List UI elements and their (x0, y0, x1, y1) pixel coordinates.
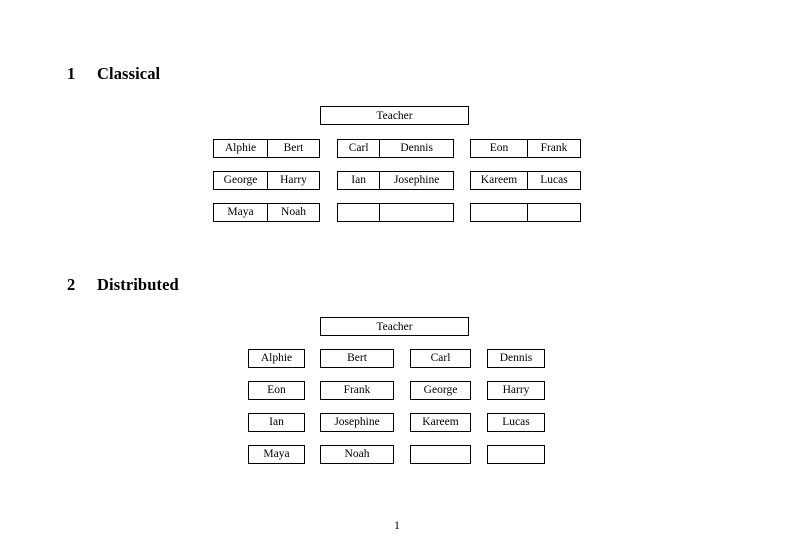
teacher-label: Teacher (376, 320, 413, 333)
distributed-box-r4c1: Maya (248, 445, 305, 464)
student-cell: Ian (351, 173, 366, 186)
teacher-box-distributed: Teacher (320, 317, 469, 336)
section-title: Distributed (97, 275, 179, 294)
section-number: 1 (67, 64, 76, 83)
student-cell: George (223, 173, 258, 186)
section-heading-classical: 1 Classical (67, 64, 161, 83)
classical-group-middle-row-1: Carl Dennis (337, 139, 454, 158)
student-cell: Bert (347, 351, 367, 364)
student-cell: Harry (502, 383, 530, 396)
distributed-box-r3c1: Ian (248, 413, 305, 432)
student-cell: Harry (266, 172, 319, 189)
student-cell: Noah (266, 204, 319, 221)
student-cell-empty (526, 204, 580, 221)
distributed-box-r4c3-empty (410, 445, 471, 464)
student-cell: Dennis (499, 351, 533, 364)
student-cell: Kareem (480, 173, 518, 186)
section-number: 2 (67, 275, 76, 294)
classical-group-right-row-1: Eon Frank (470, 139, 581, 158)
distributed-box-r1c2: Bert (320, 349, 394, 368)
student-cell: Josephine (379, 172, 453, 189)
classical-group-middle-row-3-empty (337, 203, 454, 222)
student-cell: Bert (266, 140, 319, 157)
student-cell-empty (471, 204, 527, 221)
student-cell: Kareem (422, 415, 459, 428)
student-cell: Alphie (224, 141, 257, 154)
distributed-box-r1c3: Carl (410, 349, 471, 368)
teacher-label: Teacher (376, 109, 413, 122)
distributed-box-r3c2: Josephine (320, 413, 394, 432)
distributed-box-r4c2: Noah (320, 445, 394, 464)
student-cell: Alphie (260, 351, 293, 364)
distributed-box-r2c3: George (410, 381, 471, 400)
student-cell-empty (488, 446, 544, 463)
student-cell: Frank (343, 383, 371, 396)
classical-group-left-row-2: George Harry (213, 171, 320, 190)
student-cell: Carl (348, 141, 369, 154)
student-cell-empty (338, 204, 379, 221)
section-title: Classical (97, 64, 161, 83)
classical-group-right-row-2: Kareem Lucas (470, 171, 581, 190)
section-heading-distributed: 2 Distributed (67, 275, 179, 294)
classical-group-right-row-3-empty (470, 203, 581, 222)
distributed-box-r1c1: Alphie (248, 349, 305, 368)
student-cell: Maya (263, 447, 290, 460)
student-cell: Frank (526, 140, 580, 157)
distributed-box-r2c4: Harry (487, 381, 545, 400)
student-cell-empty (411, 446, 470, 463)
distributed-box-r4c4-empty (487, 445, 545, 464)
student-cell: Lucas (502, 415, 530, 428)
classical-group-middle-row-2: Ian Josephine (337, 171, 454, 190)
student-cell: Carl (430, 351, 451, 364)
distributed-box-r1c4: Dennis (487, 349, 545, 368)
teacher-box-classical: Teacher (320, 106, 469, 125)
distributed-box-r2c1: Eon (248, 381, 305, 400)
distributed-box-r3c4: Lucas (487, 413, 545, 432)
page-number: 1 (394, 520, 400, 532)
student-cell: Dennis (379, 140, 453, 157)
student-cell: George (423, 383, 458, 396)
distributed-box-r3c3: Kareem (410, 413, 471, 432)
student-cell: Josephine (334, 415, 380, 428)
student-cell: Noah (344, 447, 370, 460)
classical-group-left-row-1: Alphie Bert (213, 139, 320, 158)
distributed-box-r2c2: Frank (320, 381, 394, 400)
student-cell: Eon (267, 383, 286, 396)
classical-group-left-row-3: Maya Noah (213, 203, 320, 222)
student-cell: Ian (269, 415, 284, 428)
student-cell: Maya (227, 205, 254, 218)
student-cell-empty (379, 204, 453, 221)
student-cell: Lucas (526, 172, 580, 189)
student-cell: Eon (489, 141, 509, 154)
